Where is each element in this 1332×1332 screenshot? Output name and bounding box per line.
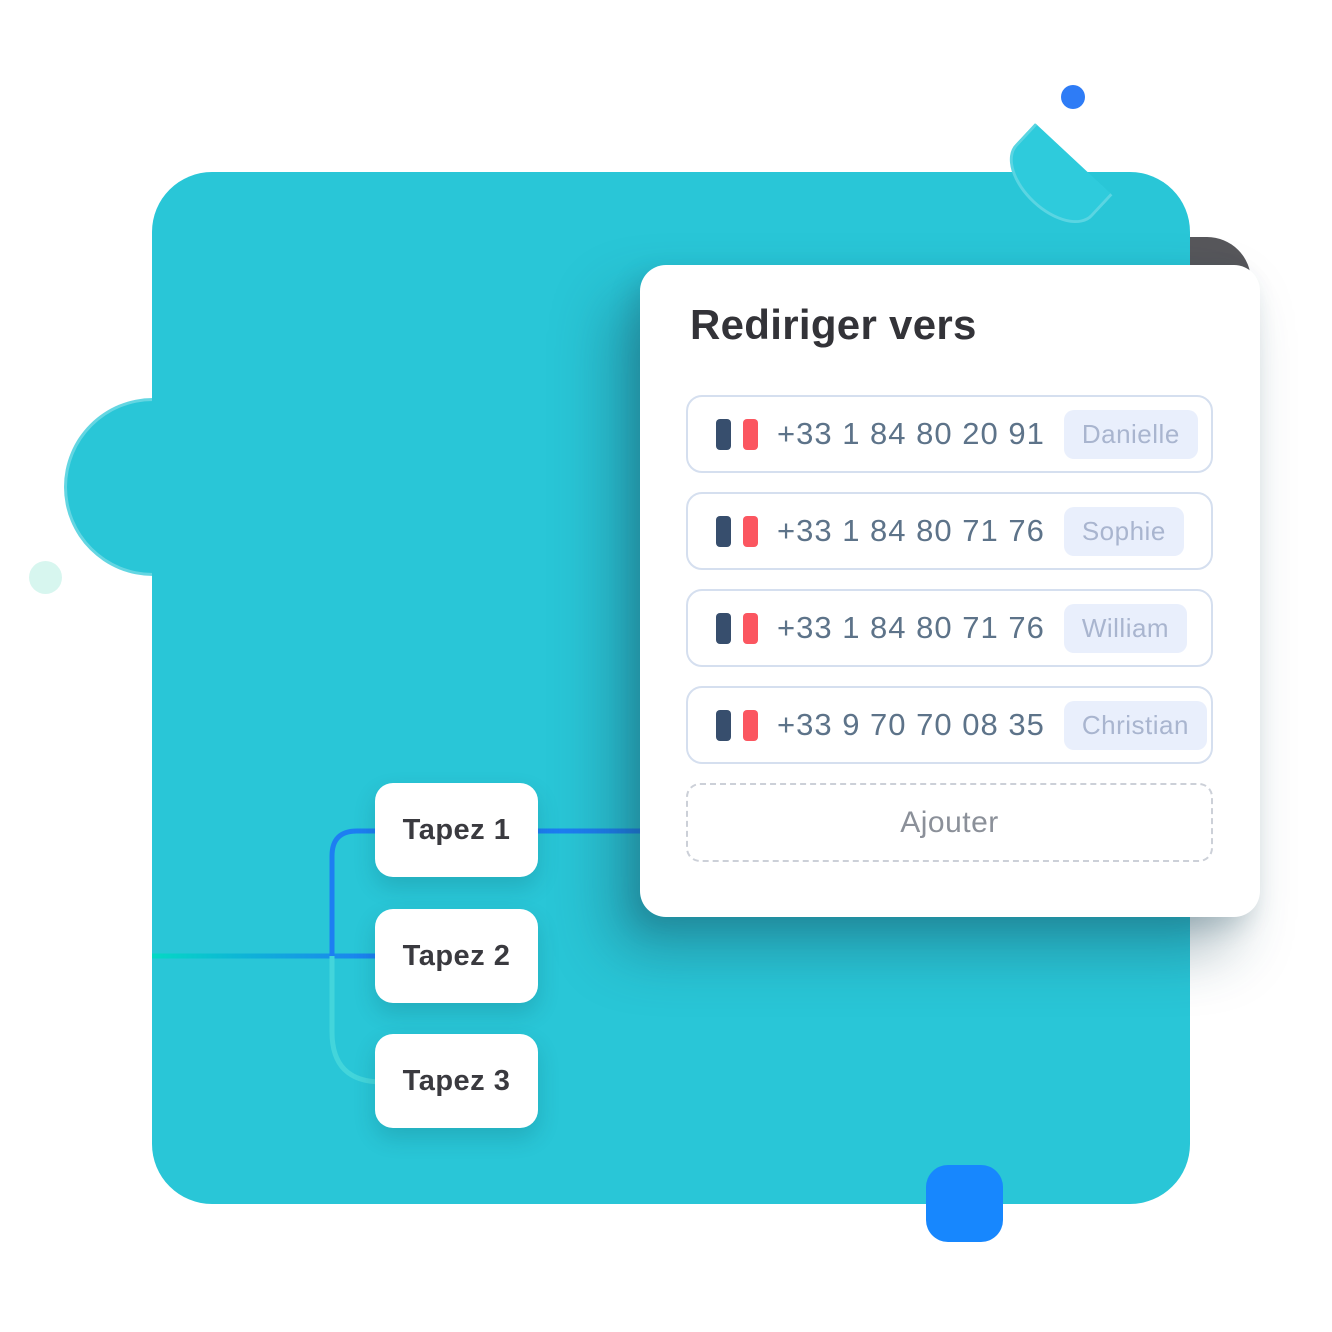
phone-row-list: +33 1 84 80 20 91 Danielle +33 1 84 80 7…	[686, 395, 1213, 862]
redirect-card: Rediriger vers +33 1 84 80 20 91 Daniell…	[640, 265, 1260, 917]
flow-node-tapez-2[interactable]: Tapez 2	[375, 909, 538, 1003]
france-flag-icon	[716, 709, 758, 741]
phone-number: +33 9 70 70 08 35	[777, 707, 1045, 742]
phone-number-row[interactable]: +33 1 84 80 20 91 Danielle	[686, 395, 1213, 473]
contact-name-badge: Sophie	[1063, 506, 1184, 556]
add-number-button-label: Ajouter	[900, 805, 999, 839]
flow-node-tapez-1[interactable]: Tapez 1	[375, 783, 538, 877]
flow-node-label: Tapez 3	[402, 1064, 511, 1097]
add-number-button[interactable]: Ajouter	[686, 783, 1213, 862]
france-flag-icon	[716, 515, 758, 547]
blue-dot-decoration	[1061, 85, 1085, 109]
blue-app-square-decoration	[926, 1165, 1003, 1242]
france-flag-icon	[716, 418, 758, 450]
contact-name-badge: Danielle	[1063, 409, 1198, 459]
phone-number-row[interactable]: +33 1 84 80 71 76 William	[686, 589, 1213, 667]
flow-node-label: Tapez 1	[402, 813, 511, 846]
phone-number-row[interactable]: +33 9 70 70 08 35 Christian	[686, 686, 1213, 764]
phone-number: +33 1 84 80 71 76	[777, 513, 1045, 548]
contact-name-badge: William	[1063, 603, 1188, 653]
flow-node-label: Tapez 2	[402, 939, 511, 972]
france-flag-icon	[716, 612, 758, 644]
phone-number: +33 1 84 80 71 76	[777, 610, 1045, 645]
phone-number: +33 1 84 80 20 91	[777, 416, 1045, 451]
mint-dot-decoration	[29, 561, 62, 594]
contact-name-badge: Christian	[1063, 700, 1207, 750]
flow-node-tapez-3[interactable]: Tapez 3	[375, 1034, 538, 1128]
phone-number-row[interactable]: +33 1 84 80 71 76 Sophie	[686, 492, 1213, 570]
card-title: Rediriger vers	[690, 301, 977, 348]
